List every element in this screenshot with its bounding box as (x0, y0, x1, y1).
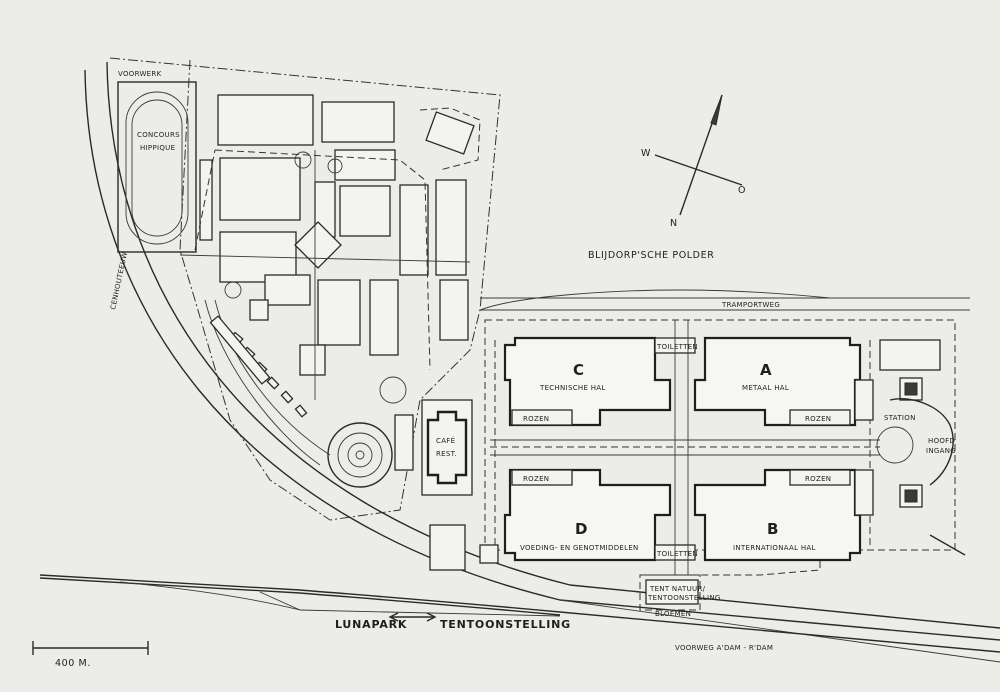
cafe-restaurant: CAFÉ REST. (421, 399, 473, 496)
rozen-a-label: ROZEN (805, 415, 831, 423)
cafe-label-line1: CAFÉ (436, 436, 455, 445)
compass-o: O (738, 185, 746, 196)
compass-n: N (670, 218, 678, 229)
scale-label: 400 M. (55, 658, 91, 669)
toiletten-bottom-label: TOILETTEN (656, 550, 698, 558)
hall-b-name: INTERNATIONAAL HAL (733, 544, 816, 552)
compass-rose: N O W (641, 94, 746, 229)
rozen-b-label: ROZEN (805, 475, 831, 483)
hall-d-name: VOEDING- EN GENOTMIDDELEN (520, 544, 639, 552)
hall-a-letter: A (760, 361, 772, 379)
park-complex (179, 94, 481, 471)
bloemen-label: BLOEMEN (655, 610, 691, 618)
rozen-c-label: ROZEN (523, 415, 549, 423)
hall-c-letter: C (573, 361, 584, 379)
tramportweg-label: TRAMPORTWEG (721, 301, 780, 309)
tent-label-2: TENTOONSTELLING (647, 594, 721, 602)
compass-w: W (641, 148, 651, 159)
hoofd-ingang-label-2: INGANG (926, 447, 956, 455)
kiosk-row (209, 315, 308, 418)
tent-label-1: TENT NATUUR/ (649, 585, 706, 593)
concours-label-2: HIPPIQUE (140, 144, 175, 152)
hall-b (693, 468, 862, 562)
lunapark-label: LUNAPARK (335, 618, 407, 631)
hall-c (503, 336, 672, 427)
voorweg-label: VOORWEG A'DAM - R'DAM (675, 644, 773, 652)
hoofd-ingang-label-1: HOOFD (928, 437, 955, 445)
hall-b-letter: B (767, 520, 778, 538)
tentoonstelling-label: TENTOONSTELLING (440, 618, 571, 631)
railway-lines (39, 574, 1000, 653)
rozen-d-label: ROZEN (523, 475, 549, 483)
toiletten-top-label: TOILETTEN (656, 343, 698, 351)
hall-a (693, 336, 862, 427)
hall-a-name: METAAL HAL (742, 384, 789, 392)
park-boundary (109, 57, 501, 521)
hall-d-letter: D (575, 520, 587, 538)
concours-label-1: CONCOURS (137, 131, 180, 139)
scale-bar: 400 M. (32, 641, 149, 669)
cafe-label-line2: REST. (436, 450, 457, 458)
polder-label: BLIJDORP'SCHE POLDER (588, 250, 714, 261)
station-label: STATION (884, 414, 916, 422)
concours-hippique-track (117, 81, 197, 253)
hall-c-name: TECHNISCHE HAL (539, 384, 606, 392)
circular-garden (327, 422, 393, 488)
road-label: CENHOUTEEUW (109, 251, 129, 310)
direction-arrow (388, 612, 437, 622)
voorwerk-label: VOORWERK (118, 70, 162, 78)
exhibition-grounds (429, 289, 970, 611)
